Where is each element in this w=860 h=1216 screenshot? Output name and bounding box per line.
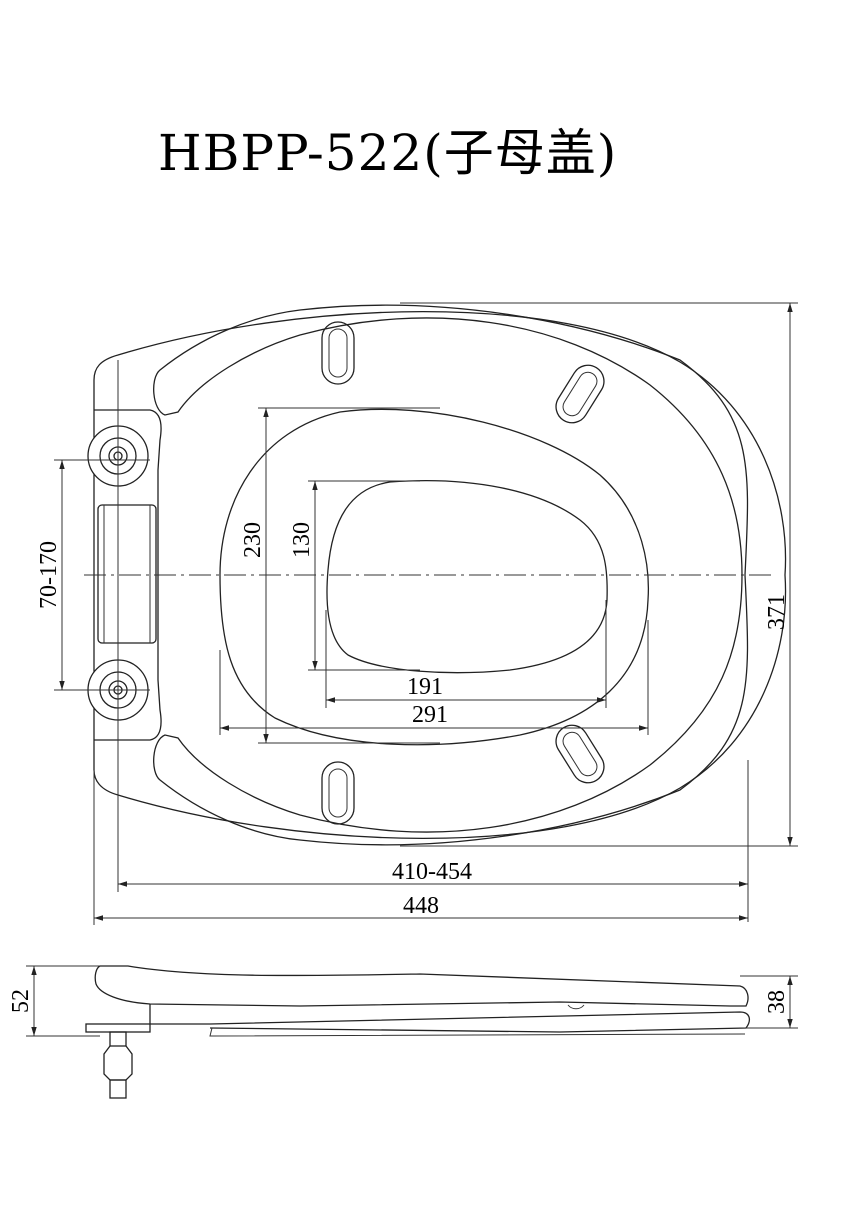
bumper-slot [555,724,605,784]
dim-thickness-rear: 52 [8,989,34,1013]
dim-total-length: 448 [403,893,439,919]
dim-total-height: 371 [764,594,790,630]
dim-child-height: 130 [289,522,315,558]
bumper-slot [555,364,605,424]
drawing-title: HBPP-522(子母盖) [158,124,617,182]
side-view [85,965,751,1099]
top-view-dimensions: 70-170 230 130 191 291 371 410-454 [36,302,798,925]
dim-thickness-front: 38 [764,990,790,1014]
dim-hinge-spacing: 70-170 [36,541,62,609]
inner-opening [219,408,649,746]
dim-child-width: 191 [407,674,443,700]
seat-profile [149,1004,751,1033]
lid-profile [94,965,749,1007]
bumper-slot [321,761,355,825]
dim-hinge-to-front: 410-454 [392,859,472,885]
bumper-slot [321,321,355,385]
seat-outer-outline [93,311,787,839]
child-opening [326,480,608,674]
hinge-bar [97,504,157,644]
side-view-dimensions: 52 38 [8,965,798,1037]
seat-inner-rim [153,304,749,846]
dim-inner-width: 291 [412,702,448,728]
top-view [84,304,787,846]
dim-inner-height: 230 [240,522,266,558]
